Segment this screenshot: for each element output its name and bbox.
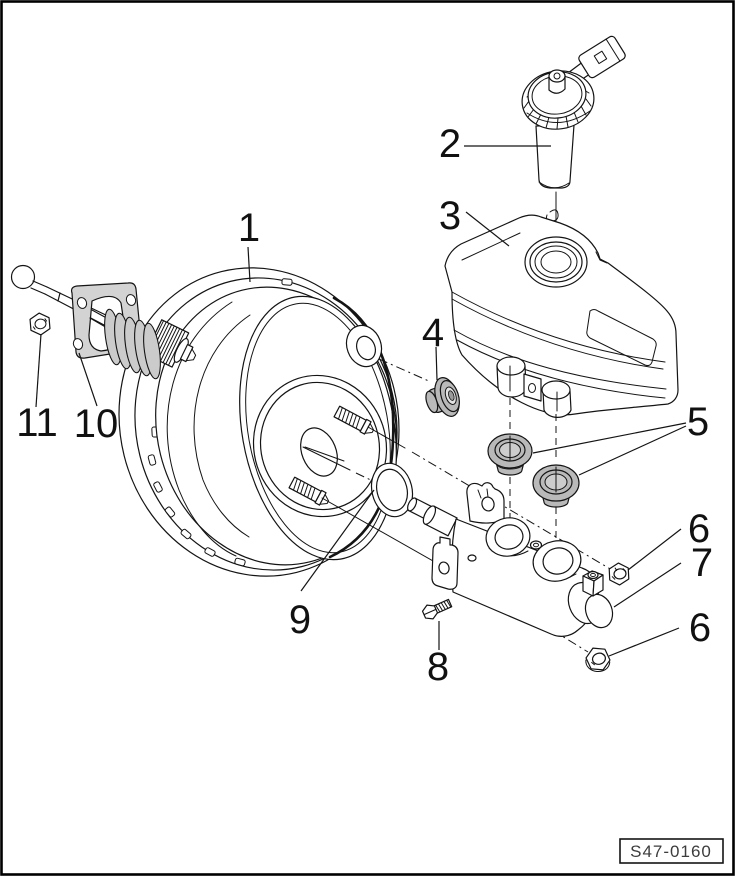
port-axes: [509, 365, 558, 559]
callout-7: 7: [691, 541, 713, 585]
cap-float-tube: [535, 124, 575, 189]
leader-9: [300, 489, 375, 592]
leader-5: [532, 422, 687, 476]
figure-code-box: S47-0160: [619, 838, 724, 864]
reservoir-mount-tab: [523, 373, 542, 402]
callouts: 1 2 3 4 5 6 7 6 8 9 10 11: [16, 122, 713, 689]
callout-2: 2: [439, 122, 461, 166]
filler-neck: [524, 236, 588, 288]
callout-4: 4: [422, 311, 444, 355]
fluid-reservoir: [444, 214, 679, 418]
leader-6-upper: [627, 528, 682, 571]
reservoir-side-panel: [586, 309, 657, 367]
leader-10: [78, 352, 98, 407]
leader-6-lower: [608, 627, 680, 657]
leader-1: [247, 246, 251, 283]
grommet-4: [425, 377, 460, 417]
leader-4: [435, 346, 438, 381]
side-block: [582, 570, 604, 597]
callout-11: 11: [16, 401, 58, 445]
figure-code-label: S47-0160: [630, 842, 712, 861]
brake-booster: [118, 267, 400, 577]
leader-7: [613, 562, 682, 608]
reservoir-cap: [521, 35, 626, 189]
callout-6-lower: 6: [689, 606, 711, 650]
reservoir-seal-2: [532, 464, 580, 508]
callout-3: 3: [439, 194, 461, 238]
nut-6-lower: [585, 647, 611, 672]
callout-6-upper: 6: [688, 507, 710, 551]
mounting-stud-lower: [288, 476, 330, 506]
master-cylinder: [407, 482, 614, 637]
callout-8: 8: [427, 645, 449, 689]
leader-3: [465, 211, 510, 247]
callout-10: 10: [74, 402, 119, 446]
pushrod-boot: [89, 308, 197, 380]
bolt-8: [421, 598, 453, 620]
callout-9: 9: [289, 598, 311, 642]
reservoir-seal-1: [487, 433, 533, 476]
leader-11: [35, 333, 42, 408]
leader-lines: [35, 145, 687, 657]
o-ring-9: [370, 462, 414, 518]
callout-1: 1: [238, 206, 260, 250]
nut-6-upper: [608, 562, 630, 586]
vacuum-port: [345, 324, 383, 368]
callout-5: 5: [687, 400, 709, 444]
reservoir-outlet-ports: [496, 356, 572, 418]
mounting-stud-upper: [333, 405, 375, 435]
